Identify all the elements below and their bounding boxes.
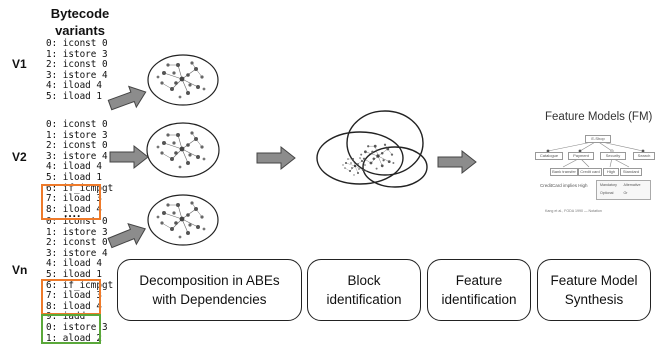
fm-node-catalogue: Catalogue [535,152,563,160]
highlight-box-vn-extra [41,314,101,344]
heading-line2: variants [55,23,105,38]
code-line: 5: iload 1 [46,90,102,102]
step-feature-line1: Feature [455,273,503,288]
fm-constraint: CreditCard implies High [540,183,588,188]
code-line: 2: iconst 0 [46,237,108,249]
fm-node-security: Security [600,152,626,160]
code-line: 3: istore 4 [46,247,108,259]
code-line: 2: iconst 0 [46,140,108,152]
code-line: 2: iconst 0 [46,59,108,71]
code-line: 4: iload 4 [46,258,102,270]
arrow-v1-to-graph [105,81,150,116]
bytecode-variants-heading: Bytecode variants [40,5,120,39]
code-line: 6: if_icmpgt [46,182,114,194]
code-line: 6: if_icmpgt [46,279,114,291]
fm-legend: Mandatory Alternative Optional Or [596,180,651,200]
step-box-feature-identification: Feature identification [427,259,531,321]
code-line: 5: iload 1 [46,268,102,280]
fm-node-standard: Standard [620,168,642,176]
step-decomposition-line1: Decomposition in ABEs [139,273,280,288]
code-line: 9: iadd [46,311,86,323]
graph-ellipse-v1 [147,54,219,106]
step-block-line1: Block [347,273,381,288]
code-line: 5: iload 1 [46,171,102,183]
code-line: 0: iconst 0 [46,38,108,49]
code-line: 3: istore 4 [46,69,108,81]
ellipsis-text: .... [64,206,82,220]
graph-ellipse-v2 [146,122,220,178]
fm-node-payment: Payment [568,152,594,160]
fm-node-search: Search [633,152,655,160]
variant-label-vn: Vn [12,263,28,277]
fm-node-high: High [603,168,619,176]
code-line: 0: iconst 0 [46,217,108,227]
step-box-fm-synthesis: Feature Model Synthesis [537,259,651,321]
code-line: 1: istore 3 [46,129,108,141]
step-box-decomposition: Decomposition in ABEs with Dependencies [117,259,302,321]
arrow-v2-to-graph [109,145,149,169]
code-line: 0: istore 3 [46,321,108,333]
step-block-line2: identification [326,292,402,307]
code-line: 1: istore 3 [46,226,108,238]
fm-legend-alternative: Alternative [623,183,641,187]
fm-node-bank-transfer: Bank transfer [550,168,578,176]
variant-label-v2: V2 [12,150,27,164]
step-box-block-identification: Block identification [307,259,421,321]
code-line: 1: istore 3 [46,48,108,60]
arrow-vn-to-graph [105,218,150,254]
step-feature-line2: identification [441,292,517,307]
highlight-box-v2 [41,184,101,220]
code-line: 4: iload 4 [46,80,102,92]
fm-caption: Kang et al., FODA 1990 — Notation [545,209,602,213]
fm-legend-mandatory: Mandatory [600,183,617,187]
heading-line1: Bytecode [50,6,110,21]
fm-legend-or: Or [623,191,628,195]
arrow-overlap-to-fm [437,150,477,174]
fm-node-credit-card: Credit card [578,168,602,176]
graph-ellipse-vn [147,194,219,246]
arrow-graph-to-overlap [256,146,296,170]
overlapping-blocks [316,110,428,188]
fm-root-node: E-Shop [585,135,611,143]
fm-legend-optional: Optional [600,191,614,195]
step-synthesis-line1: Feature Model [550,273,638,288]
step-decomposition-line2: with Dependencies [152,292,267,307]
variant-label-v1: V1 [12,57,27,71]
code-line: 3: istore 4 [46,150,108,162]
code-line: 0: iconst 0 [46,119,108,130]
feature-models-title: Feature Models (FM) [545,111,653,123]
code-line: 4: iload 4 [46,161,102,173]
step-synthesis-line2: Synthesis [564,292,624,307]
